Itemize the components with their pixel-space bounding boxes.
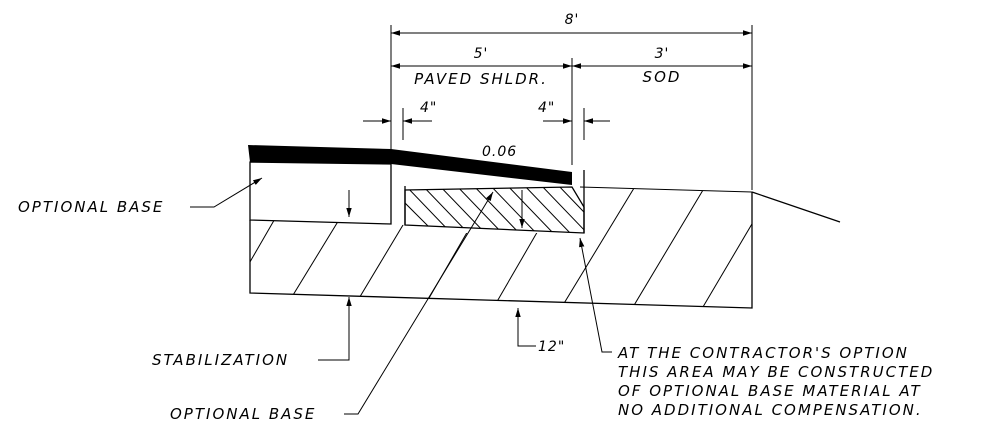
dim-paved-width: 5' — [474, 46, 489, 62]
leader-stabilization-depth — [515, 308, 536, 347]
dim-left-offset: 4" — [420, 100, 437, 116]
callout-stabilization: STABILIZATION — [152, 351, 289, 369]
contractor-note: AT THE CONTRACTOR'S OPTION THIS AREA MAY… — [617, 344, 934, 419]
dimension-lines — [363, 25, 753, 190]
slope-value: 0.06 — [482, 144, 517, 160]
contractor-note-line-3: OF OPTIONAL BASE MATERIAL AT — [618, 382, 922, 400]
dim-stabilization-depth: 12" — [538, 339, 565, 355]
callout-optional-base-left: OPTIONAL BASE — [18, 198, 164, 216]
contractor-note-line-2: THIS AREA MAY BE CONSTRUCTED — [618, 363, 934, 381]
sod-surface-line — [579, 186, 753, 193]
asphalt-pavement — [248, 145, 572, 185]
leader-optional-base-left — [190, 177, 263, 208]
stabilization-outline — [249, 192, 753, 309]
optional-base-left-block — [249, 161, 392, 225]
leader-optional-base-bottom — [344, 191, 494, 415]
zone-sod-label: SOD — [643, 68, 682, 86]
ground-slope-line — [751, 191, 841, 223]
stabilization-layer — [249, 186, 841, 309]
leader-stabilization — [318, 297, 352, 361]
contractor-note-line-4: NO ADDITIONAL COMPENSATION. — [618, 401, 923, 419]
optional-base-wedge — [404, 170, 585, 234]
contractor-note-line-1: AT THE CONTRACTOR'S OPTION — [617, 344, 909, 362]
dim-overall: 8' — [565, 12, 580, 28]
zone-paved-label: PAVED SHLDR. — [414, 70, 548, 88]
optional-base-wedge-outline — [404, 186, 585, 234]
dim-right-offset: 4" — [538, 100, 555, 116]
leader-contractor-note — [579, 237, 612, 353]
callout-optional-base-bottom: OPTIONAL BASE — [170, 405, 316, 423]
dim-sod-width: 3' — [655, 46, 670, 62]
